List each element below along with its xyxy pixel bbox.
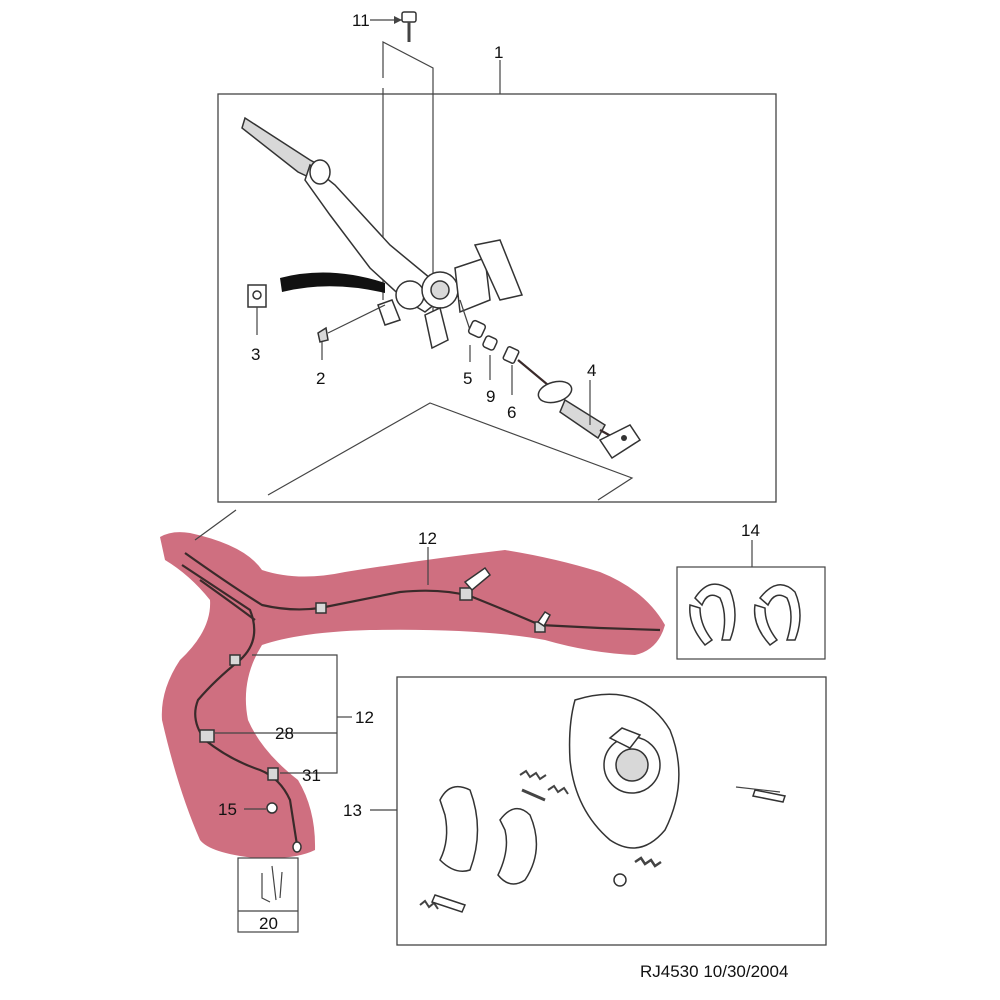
- screw-2: [317, 304, 386, 360]
- pointer-arrow: [280, 272, 385, 293]
- switch-3: [247, 284, 267, 335]
- callout-6: 6: [507, 403, 516, 422]
- callout-20: 20: [259, 914, 278, 933]
- callout-15: 15: [218, 800, 237, 819]
- brake-shoe-kit-14: [676, 540, 826, 660]
- leader-11-bracket: [382, 41, 434, 88]
- callout-12-right: 12: [355, 708, 374, 727]
- equalizer-cable-4: [517, 359, 642, 460]
- lever-assembly-box: [217, 93, 777, 503]
- callout-31: 31: [302, 766, 321, 785]
- callout-28: 28: [275, 724, 294, 743]
- callout-4: 4: [587, 361, 596, 380]
- callout-1: 1: [494, 43, 503, 62]
- callout-14: 14: [741, 521, 760, 540]
- callout-13: 13: [343, 801, 362, 820]
- highlighted-cable-region: [160, 532, 665, 859]
- parking-brake-cable-12: [181, 552, 661, 853]
- parking-brake-lever: [241, 116, 524, 350]
- bolt-11: [370, 11, 417, 42]
- callout-5: 5: [463, 369, 472, 388]
- callout-11: 11: [352, 11, 370, 30]
- callout-9: 9: [486, 387, 495, 406]
- drawing-reference-footer: RJ4530 10/30/2004: [640, 962, 789, 981]
- callout-3: 3: [251, 345, 260, 364]
- clip-20-box: [237, 857, 299, 933]
- adjuster-parts: [467, 319, 520, 395]
- rear-brake-assembly-13: [370, 676, 827, 946]
- callout-2: 2: [316, 369, 325, 388]
- callout-12-top: 12: [418, 529, 437, 548]
